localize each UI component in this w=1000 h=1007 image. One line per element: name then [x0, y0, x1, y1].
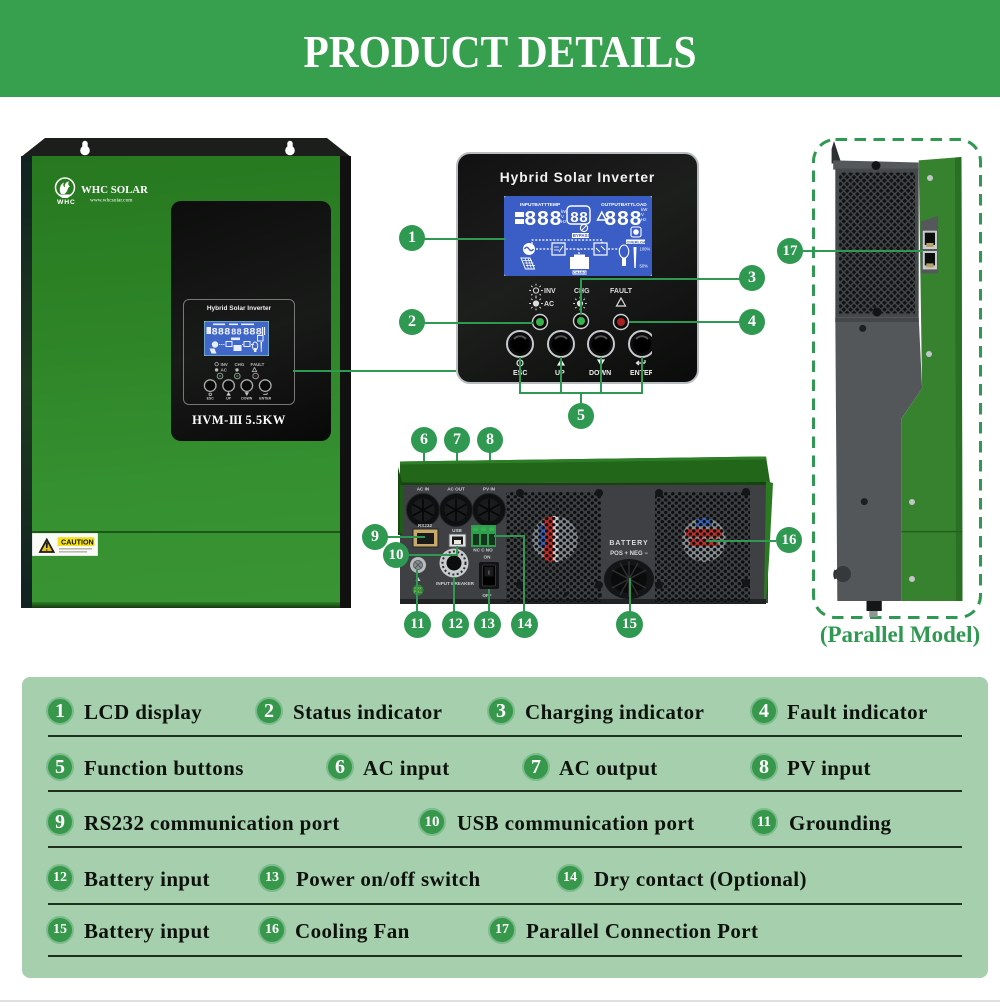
svg-text:88: 88 [570, 210, 588, 227]
svg-text:I: I [488, 571, 489, 577]
svg-text:OFF: OFF [482, 593, 491, 598]
svg-text:WHC: WHC [57, 199, 76, 206]
svg-text:OUTPUTBATTLOAD: OUTPUTBATTLOAD [601, 202, 647, 208]
svg-text:INV: INV [221, 362, 228, 367]
svg-text:ESC: ESC [207, 397, 215, 401]
svg-text:UP: UP [226, 397, 232, 401]
svg-text:FAULT: FAULT [251, 362, 265, 367]
svg-text:PULL: PULL [414, 590, 422, 594]
svg-text:POS + NEG −: POS + NEG − [610, 551, 648, 557]
svg-text:PV IN: PV IN [483, 487, 496, 492]
svg-text:Hz: Hz [561, 219, 566, 224]
svg-text:kW: kW [641, 207, 648, 212]
svg-text:DOWN: DOWN [241, 397, 253, 401]
svg-text:www.whcsolar.com: www.whcsolar.com [90, 198, 133, 204]
svg-text:888: 888 [604, 209, 642, 232]
svg-text:RS232: RS232 [418, 523, 432, 528]
svg-text:CHG: CHG [235, 362, 245, 367]
svg-text:AC OUT: AC OUT [447, 487, 465, 492]
svg-text:AC: AC [221, 368, 228, 373]
svg-text:CAUTION: CAUTION [61, 538, 94, 547]
svg-text:100%: 100% [640, 247, 651, 252]
svg-text:CHG: CHG [574, 288, 590, 295]
svg-text:INPUTBATTTEMP: INPUTBATTTEMP [520, 202, 561, 208]
svg-text:WHC SOLAR: WHC SOLAR [81, 184, 148, 196]
svg-text:Hz: Hz [641, 217, 646, 222]
svg-text:V: V [641, 212, 644, 217]
svg-text:BATTERY: BATTERY [609, 540, 648, 547]
svg-text:888: 888 [243, 327, 262, 339]
svg-text:MAX: MAX [415, 586, 423, 590]
svg-text:888: 888 [524, 209, 562, 232]
svg-text:NC C NO: NC C NO [473, 548, 493, 553]
svg-text:BYPASS: BYPASS [573, 233, 591, 238]
svg-text:CHARGING: CHARGING [573, 271, 593, 275]
svg-text:OVERLOAD: OVERLOAD [627, 239, 649, 244]
svg-text:888: 888 [212, 327, 231, 339]
svg-text:USB: USB [452, 528, 462, 533]
svg-text:88: 88 [231, 328, 242, 338]
svg-text:kW: kW [561, 209, 568, 214]
svg-text:AC: AC [544, 301, 554, 308]
svg-text:INV: INV [544, 288, 556, 295]
svg-text:AC IN: AC IN [417, 487, 430, 492]
svg-text:FAULT: FAULT [610, 288, 633, 295]
svg-text:V: V [561, 214, 564, 219]
svg-text:ENTER: ENTER [259, 397, 271, 401]
svg-text:ON: ON [484, 555, 492, 560]
svg-text:50%: 50% [640, 264, 649, 269]
svg-text:INPUT BREAKER: INPUT BREAKER [436, 581, 474, 586]
